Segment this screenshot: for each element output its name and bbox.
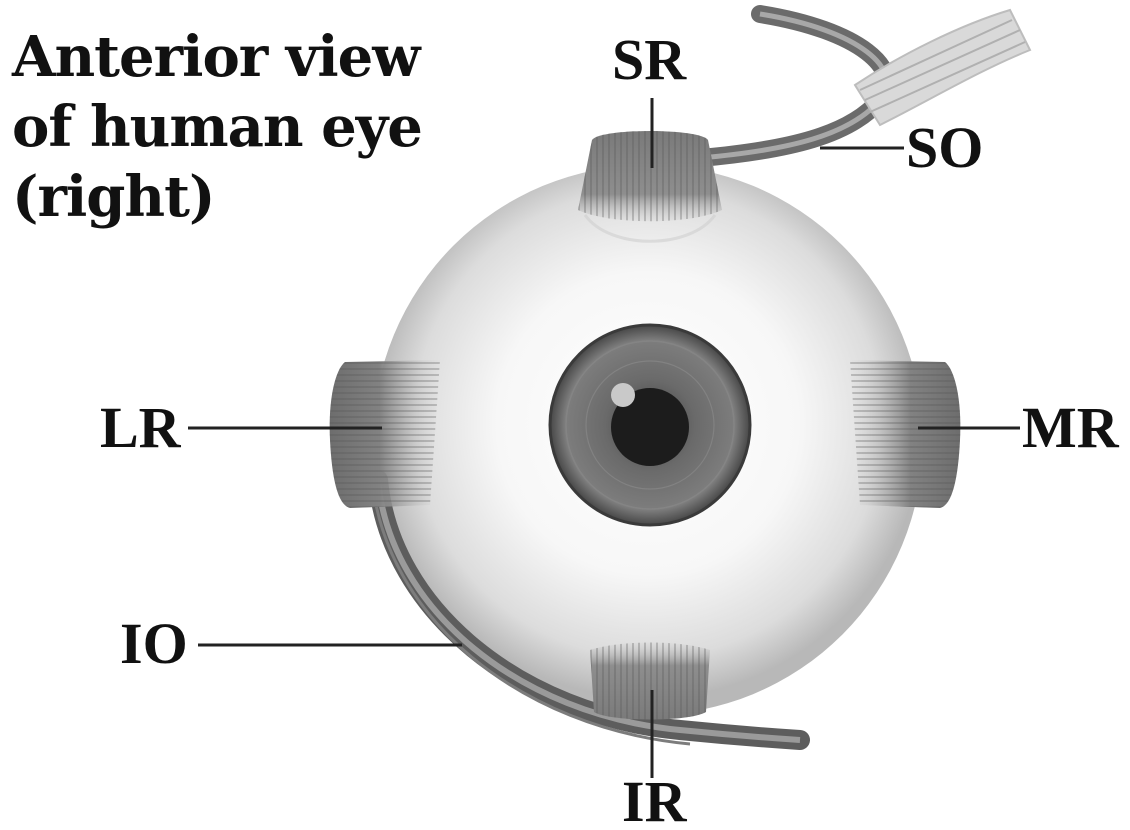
label-so: SO [906, 118, 983, 178]
label-io: IO [120, 614, 188, 674]
diagram-title: Anterior view of human eye (right) [12, 22, 422, 232]
corneal-highlight [611, 383, 635, 407]
label-ir: IR [622, 772, 686, 830]
label-mr: MR [1022, 398, 1119, 458]
lateral-rectus-muscle [330, 360, 440, 508]
title-line-3: (right) [12, 162, 422, 232]
title-line-2: of human eye [12, 92, 422, 162]
inferior-rectus-muscle [590, 643, 710, 720]
medial-rectus-muscle [850, 360, 960, 508]
label-sr: SR [612, 30, 686, 90]
title-line-1: Anterior view [12, 22, 422, 92]
label-lr: LR [100, 398, 181, 458]
